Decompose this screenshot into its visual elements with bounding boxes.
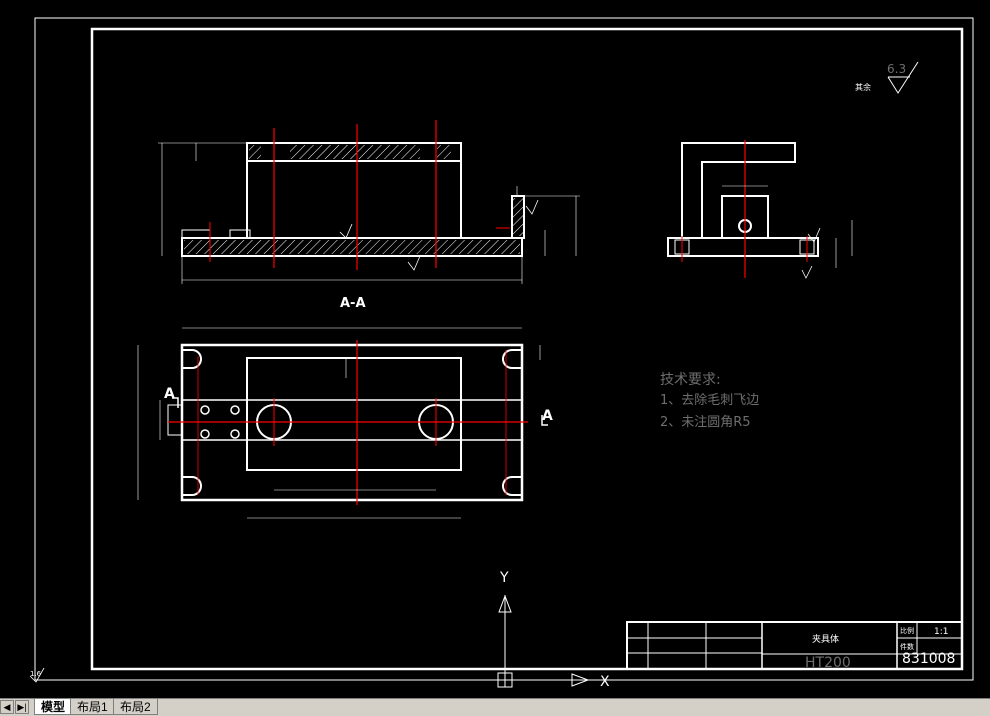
svg-text:Y: Y [499,570,509,586]
first-tab-button[interactable]: ◀ [0,700,14,714]
drawing-canvas[interactable]: 其余 6.3 [0,0,990,698]
svg-text:比例: 比例 [900,626,914,635]
svg-text:其余: 其余 [855,82,871,92]
tab-layout2[interactable]: 布局2 [113,699,158,715]
last-tab-button[interactable]: ▶| [15,700,29,714]
cad-drawing[interactable]: 其余 6.3 [0,0,990,698]
tab-layout1[interactable]: 布局1 [70,699,115,715]
ucs-icon: Y X [497,570,610,690]
svg-text:夹具体: 夹具体 [812,633,839,645]
section-view[interactable] [158,120,580,284]
layout-tab-bar: ◀ ▶| 模型 布局1 布局2 [0,698,990,716]
svg-text:件数: 件数 [900,642,914,651]
svg-text:1:1: 1:1 [934,627,948,637]
plan-view[interactable] [137,327,548,519]
svg-text:1、去除毛刺飞边: 1、去除毛刺飞边 [660,393,759,408]
svg-text:831008: 831008 [902,651,955,667]
svg-text:2、未注圆角R5: 2、未注圆角R5 [660,415,751,430]
tab-model[interactable]: 模型 [34,699,73,715]
side-view[interactable] [667,140,853,279]
svg-text:6.3: 6.3 [887,62,906,76]
section-label: A-A [340,296,366,311]
view-marker-left: A [164,386,175,402]
svg-text:技术要求:: 技术要求: [660,372,721,388]
svg-text:X: X [600,674,610,690]
technical-requirements: 技术要求: 1、去除毛刺飞边 2、未注圆角R5 [660,372,759,430]
roughness-label-small: 1.6 [30,670,42,678]
svg-text:HT200: HT200 [805,655,851,671]
roughness-symbol: 其余 6.3 [855,61,919,94]
drawing-border [90,27,964,671]
title-block[interactable]: 夹具体 HT200 比例 1:1 件数 831008 [626,621,963,671]
view-marker-right: A [542,408,553,424]
